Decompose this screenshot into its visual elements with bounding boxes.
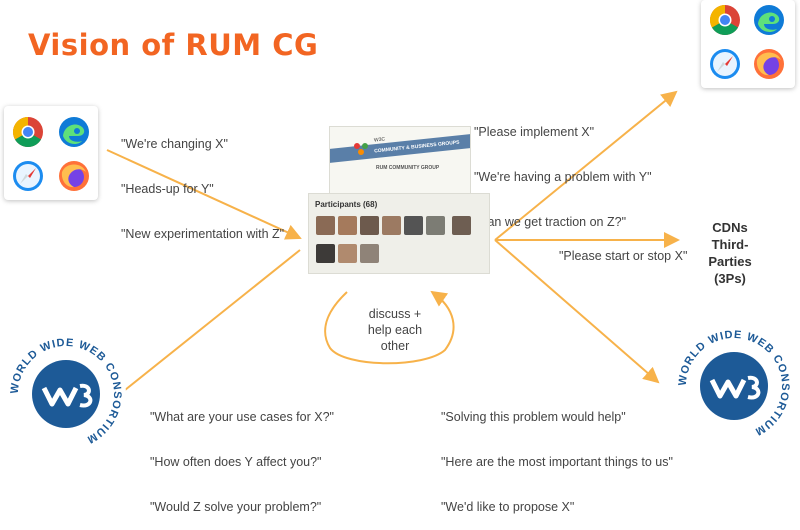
- quote-line: "Here are the most important things to u…: [441, 455, 673, 469]
- discuss-line: discuss +: [368, 307, 422, 321]
- discuss-line: other: [380, 339, 410, 353]
- arrow-group-to-w3c: [494, 239, 660, 384]
- quote-line: "We'd like to propose X": [441, 500, 575, 514]
- w3c-logo-icon: [709, 378, 747, 399]
- quote-line: "We're changing X": [121, 137, 228, 151]
- community-group-banner: W3C COMMUNITY & BUSINESS GROUPS RUM COMM…: [329, 126, 471, 196]
- firefox-icon: [59, 161, 89, 191]
- avatar: [316, 244, 335, 263]
- quote-line: "We're having a problem with Y": [474, 170, 652, 184]
- arrow-w3c-to-group: [124, 249, 301, 391]
- cdn-line: CDNs: [712, 220, 748, 235]
- avatar: [426, 216, 445, 235]
- avatar: [338, 244, 357, 263]
- w3c-logo-icon: [41, 386, 79, 407]
- quote-line: "How often does Y affect you?": [150, 455, 322, 469]
- avatar: [404, 216, 423, 235]
- participants-panel: Participants (68): [308, 193, 490, 274]
- chrome-icon: [12, 117, 43, 148]
- participant-avatars: [316, 216, 476, 272]
- quote-line: "Solving this problem would help": [441, 410, 626, 424]
- cdn-line: Third-Parties: [708, 237, 752, 269]
- quote-line: "Heads-up for Y": [121, 182, 214, 196]
- quote-line: "New experimentation with Z": [121, 227, 285, 241]
- avatar: [338, 216, 357, 235]
- cdn-line: (3Ps): [714, 271, 746, 286]
- discuss-label: discuss + help each other: [360, 306, 430, 354]
- discuss-loop-arrow: [324, 290, 455, 365]
- browsers-card-right: [701, 0, 795, 88]
- quote-group-to-browsers: "Please implement X" "We're having a pro…: [474, 95, 652, 245]
- community-logo-icon: [354, 143, 368, 155]
- quote-line: "Please start or stop X": [559, 249, 688, 263]
- quote-line: "Would Z solve your problem?": [150, 500, 322, 514]
- quote-group-to-cdns: "Please start or stop X": [559, 219, 687, 279]
- discuss-line: help each: [367, 323, 423, 337]
- arrow-browsers-to-group: [106, 149, 302, 240]
- avatar: [360, 244, 379, 263]
- quote-w3c-to-group: "What are your use cases for X?" "How of…: [150, 380, 334, 530]
- avatar: [382, 216, 401, 235]
- quote-line: "What are your use cases for X?": [150, 410, 334, 424]
- w3c-seal-left: WORLD WIDE WEB CONSORTIUM: [6, 334, 126, 454]
- quote-browsers-to-group: "We're changing X" "Heads-up for Y" "New…: [121, 107, 284, 257]
- firefox-icon: [754, 49, 784, 79]
- slide-title: Vision of RUM CG: [28, 28, 319, 62]
- w3c-seal-right: WORLD WIDE WEB CONSORTIUM: [674, 326, 794, 446]
- quote-line: "Can we get traction on Z?": [474, 215, 627, 229]
- edge-icon: [754, 5, 784, 35]
- quote-line: "Please implement X": [474, 125, 595, 139]
- banner-w3c-label: W3C: [373, 136, 386, 144]
- participants-label: Participants (68): [315, 200, 378, 209]
- avatar: [316, 216, 335, 235]
- safari-icon: [710, 49, 740, 79]
- arrow-group-to-browsers: [494, 90, 678, 241]
- safari-icon: [13, 161, 43, 191]
- avatar: [360, 216, 379, 235]
- browsers-card-left: [4, 106, 98, 200]
- edge-icon: [59, 117, 89, 147]
- chrome-icon: [709, 4, 740, 36]
- group-name: RUM COMMUNITY GROUP: [376, 165, 440, 171]
- arrows-layer: [106, 90, 680, 391]
- cdns-label: CDNs Third-Parties (3Ps): [690, 219, 770, 287]
- avatar: [452, 216, 472, 235]
- quote-group-to-w3c: "Solving this problem would help" "Here …: [441, 380, 673, 530]
